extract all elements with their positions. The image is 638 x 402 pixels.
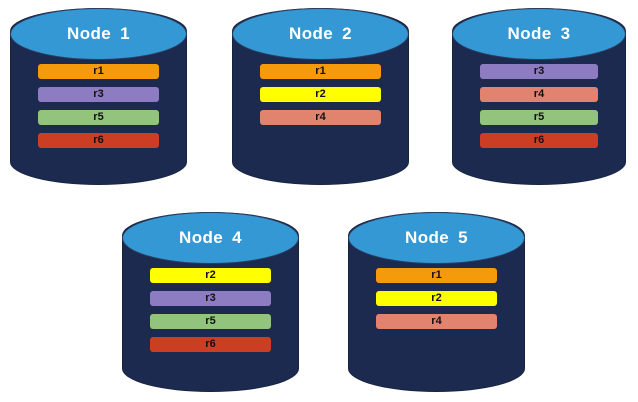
replica-bar-r4[interactable]: r4 [480,87,598,102]
database-node-5[interactable]: Node 5 r1 r2 r4 [348,212,525,392]
replica-bar-r1[interactable]: r1 [38,64,159,79]
replica-label: r5 [205,315,216,327]
replica-bar-r4[interactable]: r4 [376,314,497,329]
node-title: Node 2 [289,24,352,44]
node-title-number: 3 [560,24,571,43]
replica-bar-r1[interactable]: r1 [376,268,497,283]
node-title: Node 3 [508,24,571,44]
replica-label: r1 [431,269,442,281]
replica-bar-r3[interactable]: r3 [480,64,598,79]
replica-list: r1 r2 r4 [260,64,381,133]
replica-bar-r4[interactable]: r4 [260,110,381,125]
replica-label: r1 [315,65,326,77]
replica-bar-r1[interactable]: r1 [260,64,381,79]
replica-bar-r5[interactable]: r5 [38,110,159,125]
cylinder-top-ellipse: Node 5 [348,212,525,264]
database-node-1[interactable]: Node 1 r1 r3 r5 r6 [10,8,187,185]
database-node-3[interactable]: Node 3 r3 r4 r5 r6 [452,8,626,185]
node-title-number: 4 [232,228,242,247]
cylinder-top-ellipse: Node 2 [232,8,409,60]
node-title-label: Node [179,228,224,247]
replica-list: r1 r2 r4 [376,268,497,337]
replica-label: r6 [205,338,216,350]
replica-label: r6 [533,134,545,146]
replica-list: r2 r3 r5 r6 [150,268,271,360]
cylinder-top-ellipse: Node 3 [452,8,626,60]
replica-label: r5 [533,111,545,123]
node-title-label: Node [289,24,334,43]
replica-bar-r2[interactable]: r2 [150,268,271,283]
node-title-label: Node [405,228,450,247]
replica-bar-r6[interactable]: r6 [150,337,271,352]
replica-bar-r5[interactable]: r5 [150,314,271,329]
replica-label: r3 [93,88,104,100]
replica-bar-r6[interactable]: r6 [38,133,159,148]
node-title: Node 1 [67,24,130,44]
replica-label: r3 [533,65,545,77]
replica-bar-r2[interactable]: r2 [260,87,381,102]
replica-label: r4 [431,315,442,327]
node-title-number: 1 [120,24,130,43]
node-title-number: 5 [458,228,468,247]
replica-bar-r3[interactable]: r3 [38,87,159,102]
replica-bar-r3[interactable]: r3 [150,291,271,306]
node-title-label: Node [67,24,112,43]
replica-bar-r6[interactable]: r6 [480,133,598,148]
replica-list: r1 r3 r5 r6 [38,64,159,156]
replica-label: r2 [431,292,442,304]
replica-bar-r2[interactable]: r2 [376,291,497,306]
replica-label: r1 [93,65,104,77]
replica-label: r2 [315,88,326,100]
replica-label: r6 [93,134,104,146]
replica-label: r3 [205,292,216,304]
replica-list: r3 r4 r5 r6 [480,64,598,156]
node-title: Node 4 [179,228,242,248]
database-node-2[interactable]: Node 2 r1 r2 r4 [232,8,409,185]
node-title-label: Node [507,24,552,43]
replica-label: r5 [93,111,104,123]
replica-bar-r5[interactable]: r5 [480,110,598,125]
node-title-number: 2 [342,24,352,43]
replica-label: r2 [205,269,216,281]
cylinder-top-ellipse: Node 1 [10,8,187,60]
database-node-4[interactable]: Node 4 r2 r3 r5 r6 [122,212,299,392]
cylinder-top-ellipse: Node 4 [122,212,299,264]
node-title: Node 5 [405,228,468,248]
replica-label: r4 [315,111,326,123]
replica-label: r4 [533,88,545,100]
